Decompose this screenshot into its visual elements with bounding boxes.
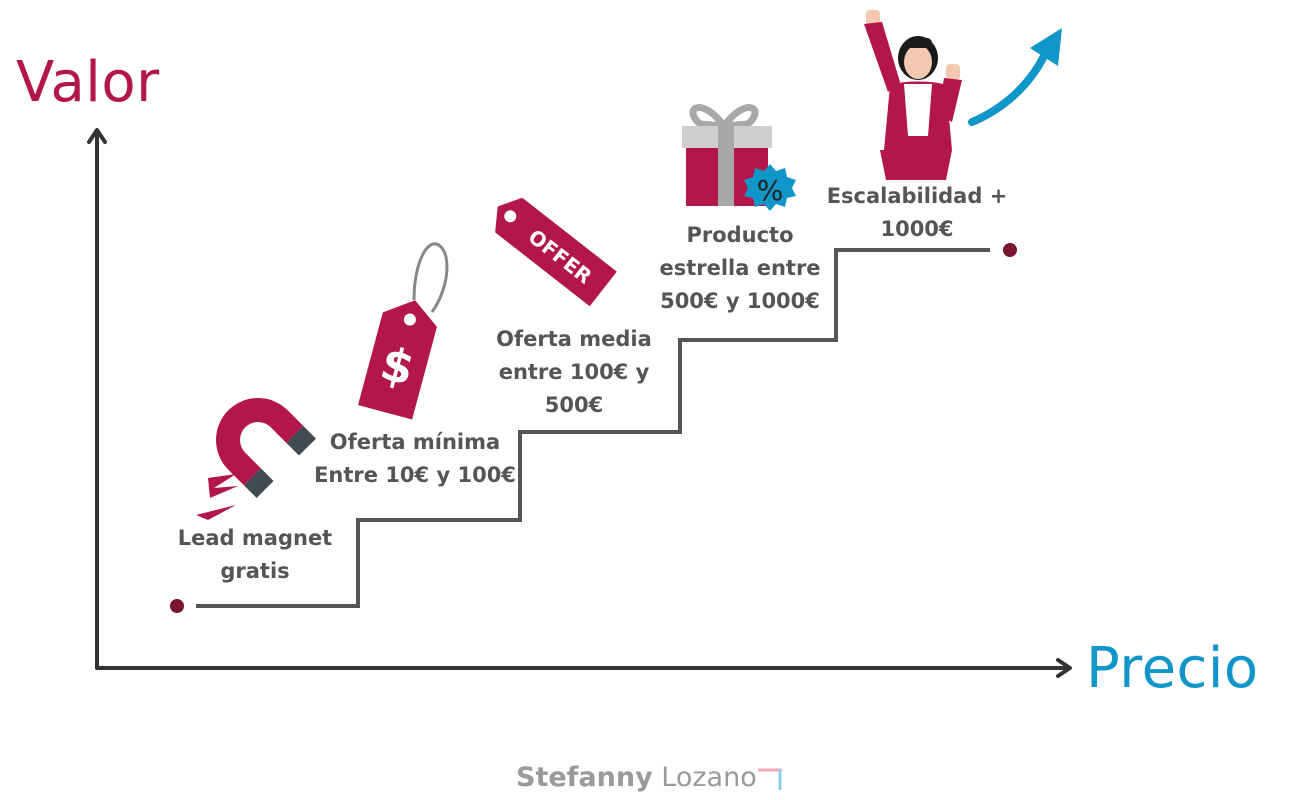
step-label-minimum-offer: Oferta mínima Entre 10€ y 100€ (305, 426, 525, 492)
x-axis-arrowhead (1056, 658, 1072, 678)
y-axis-title: Valor (16, 50, 160, 115)
step-label-line: Oferta mínima (329, 430, 501, 454)
step-label-line: Oferta media (496, 327, 652, 351)
staircase-line (196, 248, 990, 608)
offer-tag-icon: OFFER (495, 197, 617, 307)
step-label-scalability: Escalabilidad + 1000€ (816, 180, 1018, 246)
brand-logo: Stefanny Lozano (516, 762, 757, 793)
start-dot (170, 599, 184, 613)
brand-mark (758, 768, 782, 790)
x-axis-title: Precio (1086, 636, 1259, 701)
celebrating-woman-icon (864, 10, 962, 180)
step-label-line: Entre 10€ y 100€ (314, 463, 516, 487)
brand-first-name: Stefanny (516, 762, 653, 793)
discount-badge-text: % (757, 174, 784, 207)
magnet-icon (196, 398, 316, 520)
step-label-line: Producto (686, 223, 794, 247)
step-label-line: entre 100€ y (498, 360, 650, 384)
end-dot (1003, 243, 1017, 257)
step-label-star-product: Producto estrella entre 500€ y 1000€ (640, 219, 840, 318)
discount-badge (744, 164, 796, 211)
step-label-line: Lead magnet (177, 526, 333, 550)
gift-icon: % (682, 104, 796, 211)
step-label-line: estrella entre (659, 256, 821, 280)
step-label-line: Escalabilidad + (826, 184, 1008, 208)
step-label-line: 500€ y 1000€ (660, 289, 820, 313)
step-label-line: 500€ (544, 393, 604, 417)
step-label-mid-offer: Oferta media entre 100€ y 500€ (480, 323, 668, 422)
step-label-lead-magnet: Lead magnet gratis (170, 522, 340, 588)
brand-last-name: Lozano (661, 762, 757, 793)
step-label-line: gratis (220, 559, 290, 583)
y-axis-arrowhead (87, 128, 107, 144)
price-tag-icon: $ (358, 242, 449, 420)
rising-arrow-icon (968, 28, 1062, 126)
step-label-line: 1000€ (880, 217, 954, 241)
